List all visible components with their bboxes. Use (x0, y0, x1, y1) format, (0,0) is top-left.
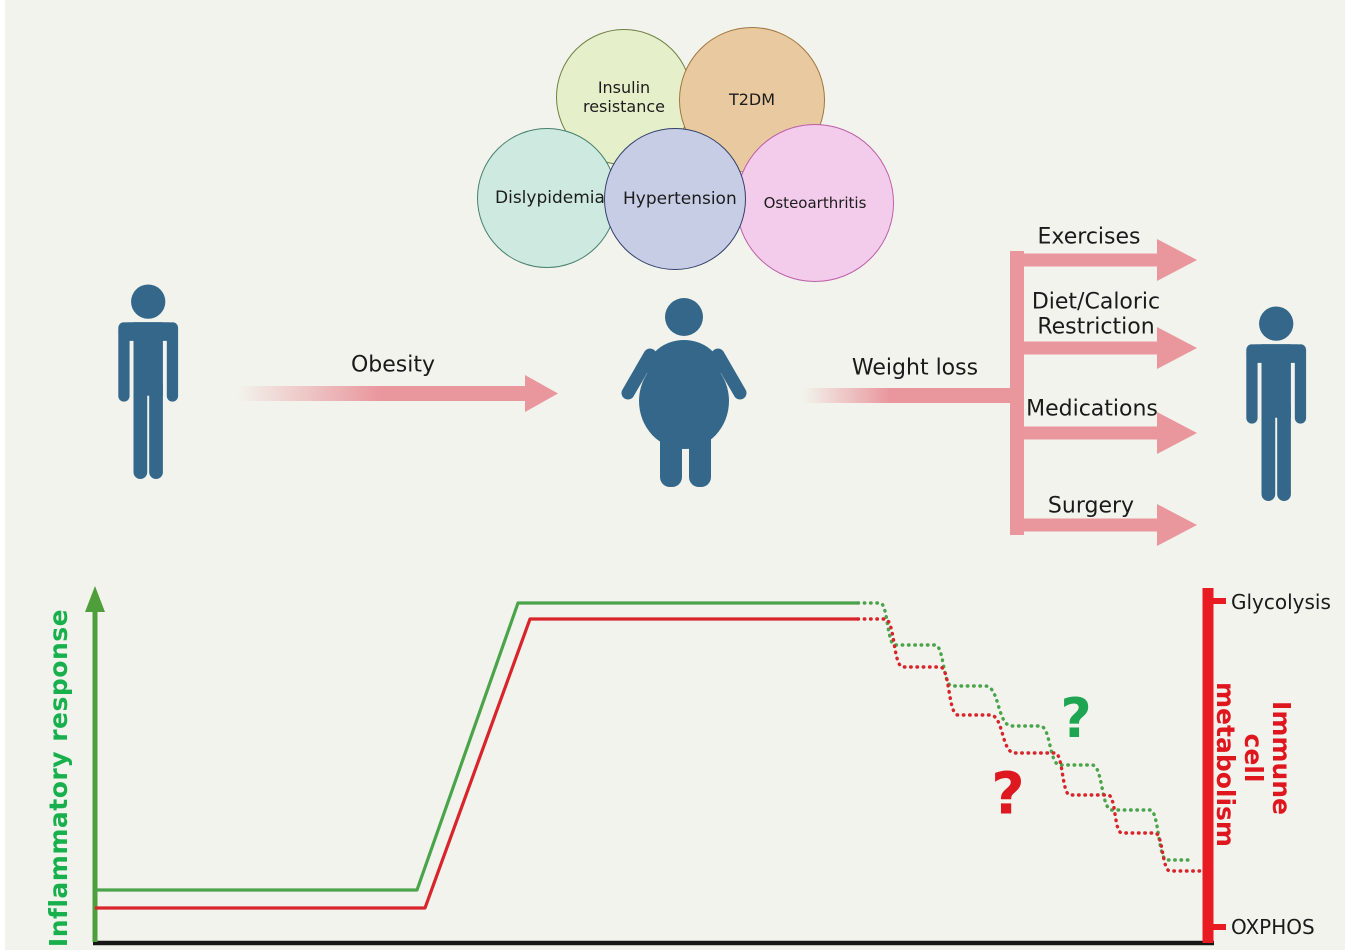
green-dotted-line (856, 601, 1195, 862)
intervention-label-surgery: Surgery (1047, 493, 1135, 519)
comorbidity-circle-osteoarthritis: Osteoarthritis (736, 124, 894, 282)
intervention-label-exercises: Exercises (1037, 224, 1141, 250)
red-dotted-line (856, 617, 1202, 873)
comorbidity-label-insulin-resistance: Insulin resistance (582, 77, 666, 116)
weight-loss-arrow (803, 388, 1012, 403)
intervention-trunk (1010, 251, 1024, 535)
intervention-label-diet: Diet/Caloric Restriction (1031, 289, 1161, 339)
comorbidity-label-t2dm: T2DM (728, 90, 776, 110)
intervention-label-medications: Medications (1026, 396, 1158, 422)
left-y-axis-arrowhead (85, 586, 105, 612)
obesity-label: Obesity (350, 352, 436, 378)
weight-loss-label: Weight loss (851, 355, 979, 381)
obesity-arrow (237, 375, 558, 412)
glycolysis-tick-label: Glycolysis (1231, 589, 1331, 614)
red-question-mark: ? (991, 759, 1025, 828)
red-solid-line (95, 617, 858, 910)
obese-person-icon (621, 298, 747, 487)
arrow-diet (1010, 327, 1197, 369)
intervention-arrows (1010, 239, 1197, 546)
chart-axes (85, 586, 1226, 946)
lean-person-icon-right (1246, 306, 1307, 502)
green-solid-line (95, 601, 858, 892)
left-edge-strip (0, 0, 5, 950)
inflammatory-response-axis-label: Inflammatory response (44, 608, 73, 948)
comorbidity-circle-dislypidemia: Dislypidemia (477, 128, 617, 268)
immune-cell-metabolism-axis-label: Immune cell metabolism (1211, 682, 1296, 847)
comorbidity-label-hypertension: Hypertension (623, 188, 737, 209)
green-question-mark: ? (1060, 686, 1092, 750)
oxphos-tick-label: OXPHOS (1231, 914, 1315, 939)
comorbidity-label-osteoarthritis: Osteoarthritis (763, 194, 867, 212)
arrow-exercises (1010, 239, 1197, 281)
lean-person-icon-left (118, 284, 179, 480)
chart-curves (95, 601, 1202, 910)
comorbidity-label-dislypidemia: Dislypidemia (495, 187, 605, 208)
arrow-medications (1010, 412, 1197, 454)
arrow-surgery (1010, 504, 1197, 546)
comorbidity-circle-hypertension: Hypertension (604, 128, 746, 270)
